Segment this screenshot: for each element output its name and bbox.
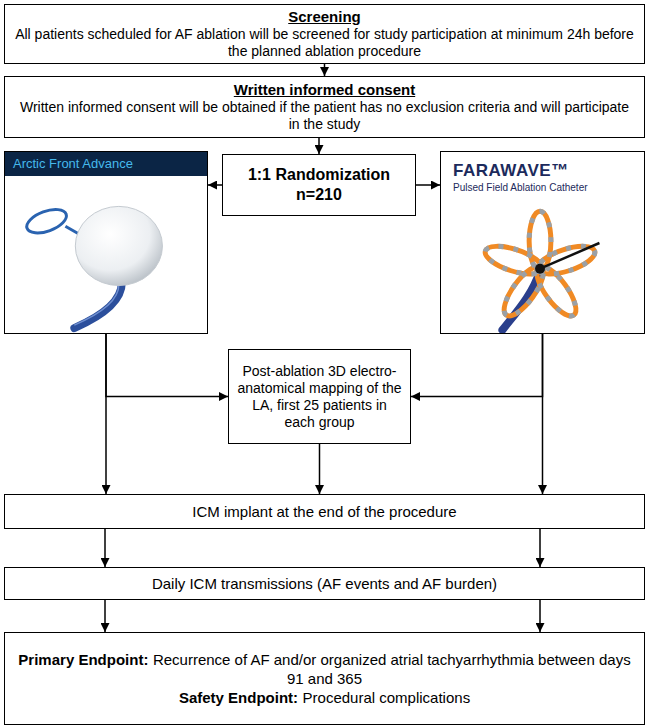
endpoint-label: Primary Endpoint:: [18, 651, 148, 668]
flow-arrow: [318, 138, 320, 154]
process-box: Post-ablation 3D electro-anatomical mapp…: [228, 349, 411, 444]
flow-arrow: [208, 184, 222, 186]
endpoint-box: Primary Endpoint: Recurrence of AF and/or…: [4, 632, 645, 725]
box-text: All patients scheduled for AF ablation w…: [13, 26, 636, 60]
device-box: Arctic Front Advance: [4, 151, 208, 334]
balloon-catheter-illustration: [5, 152, 207, 333]
box-heading: 1:1 Randomization: [248, 165, 390, 185]
endpoint-label: Safety Endpoint:: [179, 689, 298, 706]
device-box: FARAWAVE™Pulsed Field Ablation Catheter: [440, 151, 645, 334]
process-box: ScreeningAll patients scheduled for AF a…: [4, 4, 645, 64]
flow-arrow: [324, 64, 326, 76]
device-subtitle: Pulsed Field Ablation Catheter: [453, 181, 588, 194]
flow-arrow: [104, 529, 106, 567]
flow-arrow: [416, 184, 440, 186]
flow-arrow: [319, 444, 321, 494]
box-heading: Screening: [288, 8, 361, 26]
endpoint-text: Recurrence of AF and/or organized atrial…: [153, 651, 631, 687]
randomization-box: 1:1 Randomizationn=210: [222, 154, 416, 216]
flow-arrow: [411, 334, 543, 397]
device-name: Arctic Front Advance: [5, 152, 207, 176]
flow-arrow: [106, 334, 228, 397]
endpoint-line: Safety Endpoint: Procedural complications: [179, 688, 470, 707]
box-heading: n=210: [296, 185, 342, 205]
flow-arrow: [539, 529, 541, 567]
flow-arrow: [104, 600, 106, 632]
process-box: ICM implant at the end of the procedure: [4, 494, 645, 529]
box-text: ICM implant at the end of the procedure: [192, 503, 456, 521]
endpoint-text: Procedural complications: [303, 689, 471, 706]
flow-arrow: [539, 600, 541, 632]
endpoint-line: Primary Endpoint: Recurrence of AF and/or…: [13, 650, 636, 688]
process-box: Written informed consentWritten informed…: [4, 76, 645, 138]
box-text: Post-ablation 3D electro-anatomical mapp…: [237, 363, 402, 431]
process-box: Daily ICM transmissions (AF events and A…: [4, 567, 645, 600]
box-text: Daily ICM transmissions (AF events and A…: [152, 575, 497, 593]
device-name: FARAWAVE™: [453, 161, 569, 181]
box-heading: Written informed consent: [234, 81, 415, 99]
box-text: Written informed consent will be obtaine…: [13, 99, 636, 133]
